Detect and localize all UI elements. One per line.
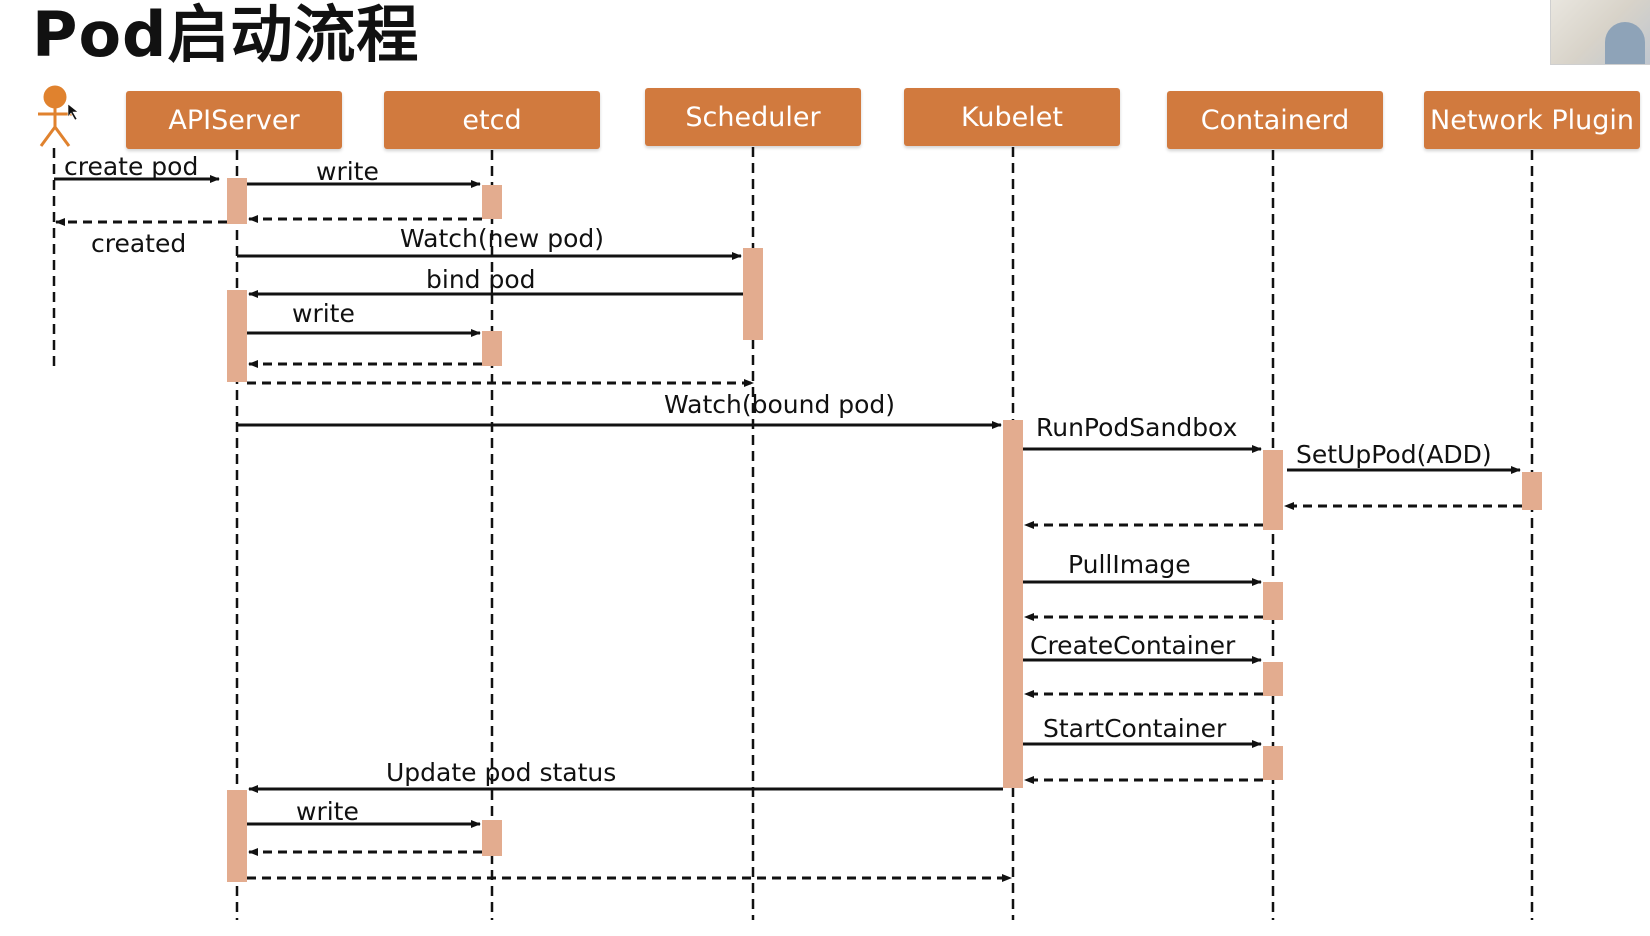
activation-network-plugin-1 — [1522, 472, 1542, 510]
message-label-runpodsandbox: RunPodSandbox — [1036, 413, 1237, 442]
activation-kubelet-1 — [1003, 420, 1023, 788]
lifelines — [52, 147, 1534, 920]
message-label-create-pod: create pod — [64, 152, 198, 181]
activation-containerd-2 — [1263, 582, 1283, 620]
message-label-write-1: write — [316, 157, 379, 186]
message-label-watch-bound-pod: Watch(bound pod) — [664, 390, 895, 419]
participant-containerd: Containerd — [1167, 91, 1383, 149]
participant-apiserver: APIServer — [126, 91, 342, 149]
mouse-cursor-icon — [67, 103, 79, 121]
page-title: Pod启动流程 — [32, 0, 420, 71]
message-label-write-3: write — [296, 797, 359, 826]
message-label-watch-new-pod: Watch(new pod) — [400, 224, 604, 253]
activation-apiserver-2 — [227, 290, 247, 382]
message-label-update-pod-status: Update pod status — [386, 758, 616, 787]
message-label-startcontainer: StartContainer — [1043, 714, 1227, 743]
presenter-silhouette — [1605, 22, 1645, 64]
stick-figure-actor-icon — [38, 85, 72, 147]
message-label-setuppod: SetUpPod(ADD) — [1296, 440, 1492, 469]
activation-apiserver-3 — [227, 790, 247, 882]
message-label-createcontainer: CreateContainer — [1030, 631, 1236, 660]
participant-network-plugin: Network Plugin — [1424, 91, 1640, 149]
activation-scheduler-1 — [743, 248, 763, 340]
activation-apiserver-1 — [227, 178, 247, 224]
message-label-write-2: write — [292, 299, 355, 328]
message-label-pullimage: PullImage — [1068, 550, 1191, 579]
activation-etcd-1 — [482, 185, 502, 219]
activation-containerd-4 — [1263, 746, 1283, 780]
activation-bars — [227, 178, 1542, 882]
participant-scheduler: Scheduler — [645, 88, 861, 146]
participant-etcd: etcd — [384, 91, 600, 149]
activation-etcd-3 — [482, 820, 502, 856]
activation-containerd-1 — [1263, 450, 1283, 530]
message-label-bind-pod: bind pod — [426, 265, 536, 294]
activation-containerd-3 — [1263, 662, 1283, 696]
activation-etcd-2 — [482, 331, 502, 366]
message-label-created: created — [91, 229, 186, 258]
messages: create pod write created Watch(new pod) … — [54, 152, 1522, 882]
presenter-video-thumbnail — [1550, 0, 1650, 65]
participant-kubelet: Kubelet — [904, 88, 1120, 146]
